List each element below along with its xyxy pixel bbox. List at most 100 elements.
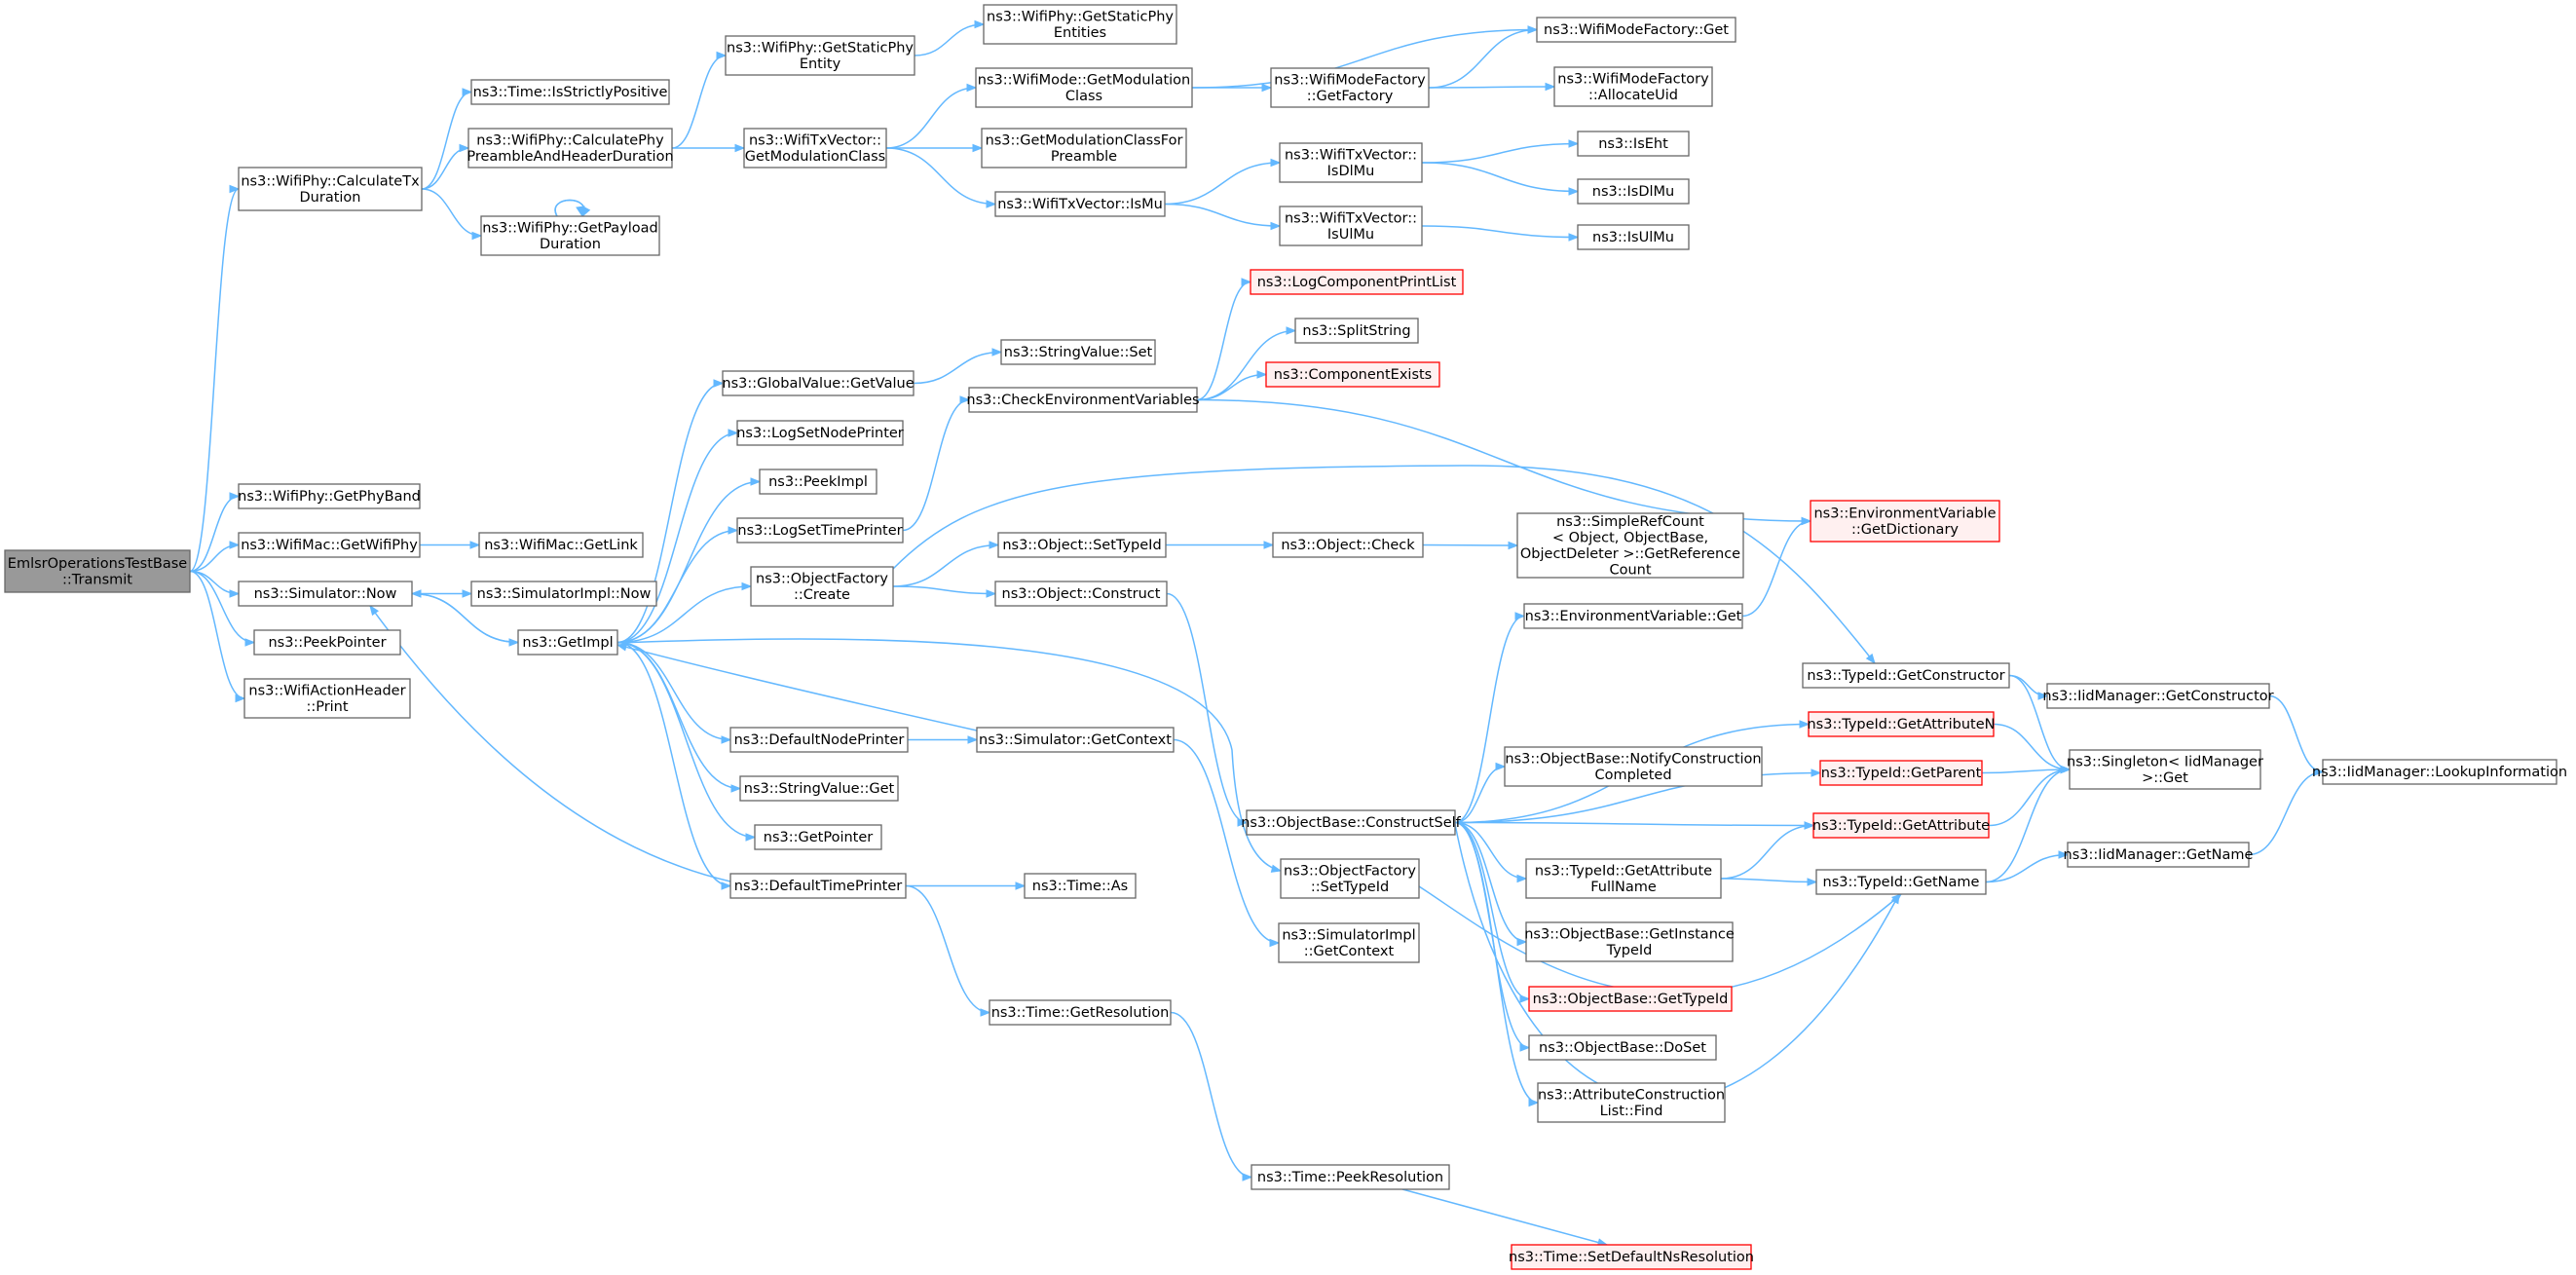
node-isStrictlyPositive[interactable]: ns3::Time::IsStrictlyPositive: [470, 79, 670, 105]
node-peekImpl[interactable]: ns3::PeekImpl: [759, 469, 877, 495]
edge-arrowhead: [1519, 1043, 1531, 1052]
edge-txIsMu-to-txIsUlMu: [1164, 203, 1282, 231]
edge-line: [421, 188, 482, 237]
edge-line: [189, 188, 240, 573]
node-label-line: ns3::ObjectBase::GetTypeId: [1533, 992, 1729, 1007]
node-modeGetModClass[interactable]: ns3::WifiMode::GetModulationClass: [975, 67, 1193, 108]
edge-defaultNodePrinter-to-simGetContext: [907, 735, 979, 744]
node-envVarGetDictionary[interactable]: ns3::EnvironmentVariable::GetDictionary: [1810, 500, 2000, 543]
node-componentExists[interactable]: ns3::ComponentExists: [1265, 361, 1440, 388]
node-peekPointer[interactable]: ns3::PeekPointer: [253, 629, 401, 656]
node-box: [478, 532, 644, 558]
edge-checkEnvVars-to-componentExists: [1196, 370, 1268, 401]
edge-arrowhead: [459, 143, 470, 153]
node-getPhyBand[interactable]: ns3::WifiPhy::GetPhyBand: [238, 483, 421, 509]
node-box: [743, 128, 887, 169]
node-typeIdGetAttribute[interactable]: ns3::TypeId::GetAttribute: [1812, 812, 1990, 839]
node-getImpl[interactable]: ns3::GetImpl: [517, 629, 618, 656]
node-logCompPrintList[interactable]: ns3::LogComponentPrintList: [1250, 269, 1464, 295]
node-simNow[interactable]: ns3::Simulator::Now: [238, 581, 413, 607]
node-txIsUlMu[interactable]: ns3::WifiTxVector::IsUlMu: [1279, 206, 1423, 246]
node-timeAs[interactable]: ns3::Time::As: [1024, 873, 1137, 899]
node-checkEnvVars[interactable]: ns3::CheckEnvironmentVariables: [966, 387, 1200, 413]
node-iidLookupInfo[interactable]: ns3::IidManager::LookupInformation: [2312, 759, 2567, 785]
node-stringValueSet[interactable]: ns3::StringValue::Set: [1000, 339, 1156, 365]
node-label-line: ns3::DefaultNodePrinter: [734, 732, 905, 748]
node-simGetContext[interactable]: ns3::Simulator::GetContext: [976, 727, 1175, 753]
node-label-line: EmlsrOperationsTestBase: [8, 556, 187, 572]
node-stringValueGet[interactable]: ns3::StringValue::Get: [739, 775, 899, 802]
node-label-line: ns3::WifiMac::GetWifiPhy: [241, 538, 418, 553]
node-globalGetValue[interactable]: ns3::GlobalValue::GetValue: [722, 370, 915, 396]
node-typeIdGetName[interactable]: ns3::TypeId::GetName: [1815, 869, 1987, 895]
node-typeIdGetConstructor[interactable]: ns3::TypeId::GetConstructor: [1802, 662, 2010, 689]
node-envVarGet[interactable]: ns3::EnvironmentVariable::Get: [1523, 603, 1743, 629]
node-getPointer[interactable]: ns3::GetPointer: [754, 824, 882, 850]
node-timePeekResolution[interactable]: ns3::Time::PeekResolution: [1251, 1164, 1450, 1190]
node-root[interactable]: EmlsrOperationsTestBase::Transmit: [4, 549, 191, 593]
node-typeIdGetAttributeN[interactable]: ns3::TypeId::GetAttributeN: [1807, 711, 1996, 737]
node-logSetNodePrinter[interactable]: ns3::LogSetNodePrinter: [736, 420, 904, 446]
node-objBaseDoSet[interactable]: ns3::ObjectBase::DoSet: [1528, 1034, 1717, 1061]
node-getWifiPhy[interactable]: ns3::WifiMac::GetWifiPhy: [238, 532, 421, 558]
node-simImplNow[interactable]: ns3::SimulatorImpl::Now: [470, 581, 657, 607]
node-txIsMu[interactable]: ns3::WifiTxVector::IsMu: [994, 191, 1166, 217]
node-label-line: ns3::AttributeConstruction: [1538, 1087, 1725, 1103]
node-label-line: ns3::GetPointer: [764, 830, 874, 845]
node-timeGetResolution[interactable]: ns3::Time::GetResolution: [989, 999, 1172, 1026]
node-box: [729, 873, 907, 899]
node-iidGetName[interactable]: ns3::IidManager::GetName: [2064, 842, 2254, 868]
node-objFactorySetTypeId[interactable]: ns3::ObjectFactory::SetTypeId: [1280, 858, 1420, 899]
node-modeFactoryGet[interactable]: ns3::WifiModeFactory::Get: [1536, 17, 1736, 43]
node-wifiActionPrint[interactable]: ns3::WifiActionHeader::Print: [243, 678, 411, 719]
node-simImplGetContext[interactable]: ns3::SimulatorImpl::GetContext: [1278, 922, 1420, 963]
edge-checkEnvVars-to-logCompPrintList: [1196, 278, 1252, 401]
node-objBaseConstructSelf[interactable]: ns3::ObjectBase::ConstructSelf: [1241, 809, 1462, 836]
node-modeFactoryAllocateUid[interactable]: ns3::WifiModeFactory::AllocateUid: [1553, 66, 1713, 107]
edge-arrowhead: [369, 604, 380, 617]
node-label-line: ::GetContext: [1304, 944, 1395, 959]
edge-line: [1164, 203, 1281, 227]
node-splitString[interactable]: ns3::SplitString: [1294, 318, 1419, 344]
node-defaultNodePrinter[interactable]: ns3::DefaultNodePrinter: [729, 727, 909, 753]
edge-arrowhead: [1545, 82, 1556, 92]
node-logSetTimePrinter[interactable]: ns3::LogSetTimePrinter: [736, 517, 904, 544]
node-singletonGet[interactable]: ns3::Singleton< IidManager >::Get: [2067, 749, 2263, 790]
node-objFactoryCreate[interactable]: ns3::ObjectFactory::Create: [750, 566, 894, 607]
node-txGetModClass[interactable]: ns3::WifiTxVector::GetModulationClass: [743, 128, 887, 169]
edge-arrowhead: [229, 492, 241, 501]
node-objConstruct[interactable]: ns3::Object::Construct: [994, 581, 1168, 607]
node-isEht[interactable]: ns3::IsEht: [1577, 131, 1690, 157]
node-notifyConstruction[interactable]: ns3::ObjectBase::NotifyConstructionCompl…: [1504, 746, 1763, 787]
node-objSetTypeId[interactable]: ns3::Object::SetTypeId: [997, 532, 1167, 558]
node-txIsDlMu[interactable]: ns3::WifiTxVector::IsDlMu: [1279, 142, 1423, 183]
nodes-layer: EmlsrOperationsTestBase::Transmitns3::Wi…: [4, 4, 2567, 1270]
node-isUlMu[interactable]: ns3::IsUlMu: [1577, 224, 1690, 250]
node-objBaseGetTypeId[interactable]: ns3::ObjectBase::GetTypeId: [1528, 986, 1733, 1012]
edge-objBaseConstructSelf-to-typeIdGetAttrFullName: [1454, 821, 1528, 883]
node-defaultTimePrinter[interactable]: ns3::DefaultTimePrinter: [729, 873, 907, 899]
node-typeIdGetParent[interactable]: ns3::TypeId::GetParent: [1819, 760, 1983, 786]
node-iidGetConstructor[interactable]: ns3::IidManager::GetConstructor: [2042, 683, 2274, 709]
node-objCheck[interactable]: ns3::Object::Check: [1272, 532, 1424, 558]
node-getLink[interactable]: ns3::WifiMac::GetLink: [478, 532, 644, 558]
node-calcPreamble[interactable]: ns3::WifiPhy::CalculatePhyPreambleAndHea…: [467, 128, 674, 169]
edge-arrowhead: [1261, 83, 1273, 93]
edge-line: [1196, 281, 1251, 401]
node-modeFactoryGetFactory[interactable]: ns3::WifiModeFactory::GetFactory: [1270, 67, 1430, 108]
node-box: [1553, 66, 1713, 107]
node-box: [1802, 662, 2010, 689]
node-isDlMu[interactable]: ns3::IsDlMu: [1577, 178, 1690, 205]
node-simpleRefCount[interactable]: ns3::SimpleRefCount< Object, ObjectBase,…: [1516, 512, 1744, 579]
edge-typeIdGetName-to-iidGetName: [1985, 850, 2070, 883]
node-timeSetDefaultNsRes[interactable]: ns3::Time::SetDefaultNsResolution: [1509, 1244, 1754, 1270]
node-label-line: ns3::WifiTxVector::: [749, 132, 881, 148]
